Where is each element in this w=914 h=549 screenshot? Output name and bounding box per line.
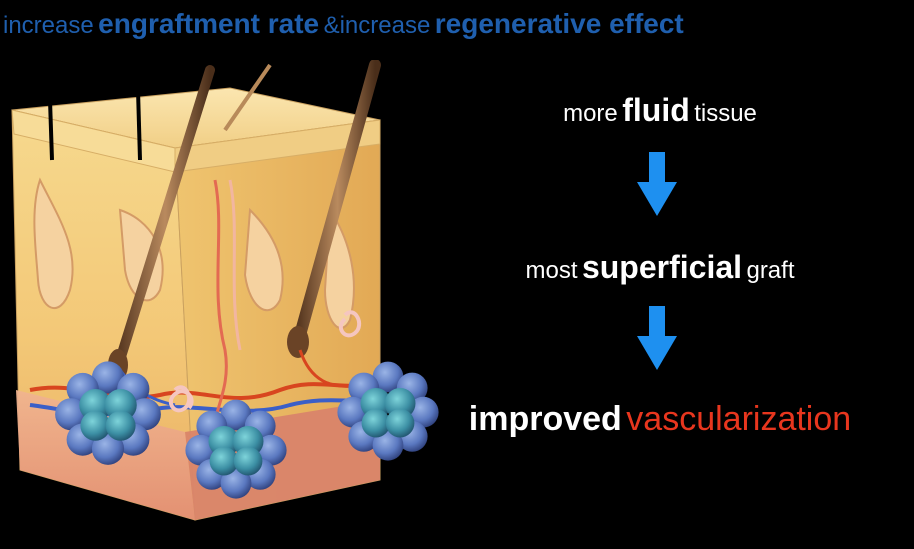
flow-step-2-post: graft — [746, 257, 795, 284]
header-part-1: increase — [3, 12, 94, 39]
flow-step-1-post: tissue — [694, 100, 757, 127]
down-arrow-icon — [637, 306, 677, 370]
flow-step-superficial-graft: most superficial graft — [440, 245, 880, 296]
skin-cross-section-illustration — [11, 60, 439, 521]
flow-step-1-pre: more — [563, 100, 618, 127]
flow-step-3-bold: improved — [468, 400, 622, 438]
flow-step-1-bold: fluid — [622, 92, 690, 128]
flow-step-2-pre: most — [525, 257, 578, 284]
header-part-3: &increase — [323, 12, 431, 39]
header-title: increase engraftment rate &increase rege… — [3, 4, 684, 49]
flow-step-3-highlight: vascularization — [626, 400, 852, 438]
down-arrow-icon — [637, 152, 677, 216]
flow-step-2-bold: superficial — [581, 249, 743, 285]
header-part-4: regenerative effect — [434, 8, 684, 39]
flow-step-vascularization: improved vascularization — [440, 395, 880, 450]
flow-step-fluid-tissue: more fluid tissue — [440, 88, 880, 139]
header-part-2: engraftment rate — [98, 8, 320, 39]
